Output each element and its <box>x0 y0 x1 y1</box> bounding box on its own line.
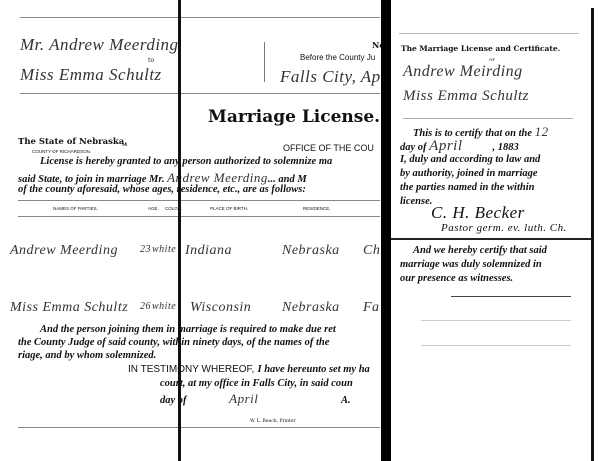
cert-groom: Andrew Meirding <box>403 63 523 80</box>
testimony-line-3: day of April A. <box>160 391 351 406</box>
party-residence: Nebraska <box>282 300 340 315</box>
para-line-2: the County Judge of said county, within … <box>18 337 330 348</box>
page-edge <box>591 8 594 461</box>
party-age: 23 <box>140 244 151 255</box>
cert-bride: Miss Emma Schultz <box>403 88 529 104</box>
party-name: Andrew Meerding <box>10 243 118 258</box>
witness-line-1: And we hereby certify that said <box>413 245 547 256</box>
para-line-3: riage, and by whom solemnized. <box>18 350 157 361</box>
to-label: to <box>148 57 155 64</box>
state-label: The State of Nebraska, <box>18 137 128 147</box>
col-names: NAMES OF PARTIES. <box>53 206 98 211</box>
party-birth: Wisconsin <box>190 300 252 315</box>
county-label: COUNTY OF RICHARDSON. <box>32 149 92 154</box>
testimony-line-2: court, at my office in Falls City, in sa… <box>160 378 353 389</box>
page-gap <box>381 0 391 461</box>
document-title: Marriage License. <box>208 107 381 127</box>
witness-line-2: marriage was duly solemnized in <box>400 259 542 270</box>
col-birth: PLACE OF BIRTH. <box>210 206 249 211</box>
groom-header: Mr. Andrew Meerding <box>20 35 179 54</box>
col-residence: RESIDENCE. <box>303 206 331 211</box>
party-age: 26 <box>140 301 151 312</box>
certificate-page: The Marriage License and Certificate. OF… <box>391 0 591 461</box>
bride-header: Miss Emma Schultz <box>20 65 162 84</box>
body-line-1: License is hereby granted to any person … <box>40 156 333 167</box>
witness-line-3: our presence as witnesses. <box>400 273 514 284</box>
office-label: OFFICE OF THE COU <box>283 143 374 153</box>
ss-label: ss. <box>122 142 129 148</box>
para-line-1: And the person joining them in marriage … <box>40 324 336 335</box>
cert-line-5: the parties named in the within <box>400 182 535 193</box>
cert-line-6: license. <box>400 196 433 207</box>
testimony-line-1: IN TESTIMONY WHEREOF, I have hereunto se… <box>128 364 370 375</box>
col-color: COLOR. <box>165 206 183 211</box>
cert-line-3: I, duly and according to law and <box>400 154 541 165</box>
signature-title: Pastor germ. ev. luth. Ch. <box>441 222 567 234</box>
place-date: Falls City, Ap <box>280 67 381 86</box>
party-color: white <box>152 244 177 255</box>
body-line-3: of the county aforesaid, whose ages, res… <box>18 184 306 195</box>
fold-line <box>178 0 181 461</box>
party-birth: Indiana <box>185 243 233 258</box>
col-age: AGE. <box>148 206 159 211</box>
before-judge: Before the County Ju <box>300 53 376 62</box>
groom-name: Andrew Meerding <box>167 170 268 185</box>
party-color: white <box>152 301 177 312</box>
party-residence: Nebraska <box>282 243 340 258</box>
divider <box>391 238 591 240</box>
cert-line-4: by authority, joined in marriage <box>400 168 538 179</box>
body-line-2: said State, to join in marriage Mr. Andr… <box>18 170 307 185</box>
certificate-title: The Marriage License and Certificate. <box>401 44 561 53</box>
party-occupation: Ch <box>363 243 381 258</box>
printer-credit: W. L. Beach, Printer <box>250 419 296 424</box>
cert-line-2: day of April, 1883 <box>400 138 519 154</box>
signature: C. H. Becker <box>431 203 525 222</box>
party-occupation: Fa <box>363 300 380 315</box>
cert-line-1: This is to certify that on the 12 <box>413 124 549 139</box>
divider <box>264 42 265 82</box>
party-name: Miss Emma Schultz <box>10 300 129 315</box>
of-label: OF <box>489 57 496 62</box>
license-number-label: No <box>372 40 385 50</box>
